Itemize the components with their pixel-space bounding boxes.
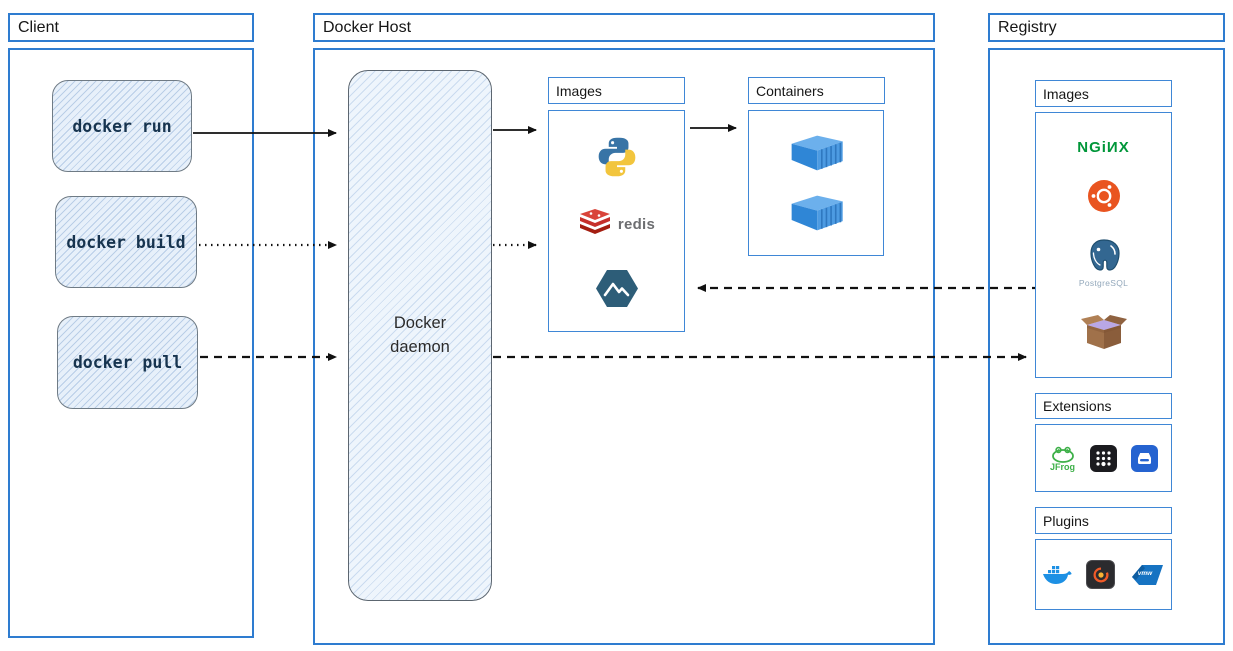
registry-images-panel-body: NGiИX PostgreSQL	[1035, 112, 1172, 378]
docker-pull-box: docker pull	[57, 316, 198, 409]
jfrog-wordmark: JFrog	[1049, 461, 1075, 472]
nginx-wordmark: NGiИX	[1077, 138, 1130, 156]
extensions-title-label: Extensions	[1043, 398, 1112, 414]
docker-build-box: docker build	[55, 196, 197, 288]
ubuntu-icon	[1087, 179, 1121, 213]
docker-host-section-title: Docker Host	[313, 13, 935, 42]
apps-grid-icon	[1089, 444, 1117, 472]
registry-images-title-label: Images	[1043, 85, 1089, 102]
redis-wordmark: redis	[617, 216, 656, 233]
disk-app-icon	[1130, 444, 1158, 472]
host-images-panel-title: Images	[548, 77, 685, 104]
plugins-panel-title: Plugins	[1035, 507, 1172, 534]
containers-title-label: Containers	[756, 82, 824, 99]
redis-image-item: redis	[578, 207, 655, 242]
docker-host-title-label: Docker Host	[323, 18, 412, 36]
container-icon	[787, 192, 845, 234]
alpine-icon	[595, 270, 638, 307]
extensions-panel-body: JFrog	[1035, 424, 1172, 492]
jfrog-icon: JFrog	[1050, 445, 1076, 472]
host-images-title-label: Images	[556, 82, 602, 99]
docker-daemon-box: Docker daemon	[348, 70, 492, 601]
docker-whale-icon	[1042, 563, 1072, 586]
docker-pull-label: docker pull	[72, 353, 183, 372]
docker-daemon-label: Docker daemon	[390, 313, 450, 356]
python-icon	[595, 135, 639, 179]
plugins-title-label: Plugins	[1043, 512, 1089, 529]
docker-build-label: docker build	[66, 232, 186, 252]
extensions-icon-row: JFrog	[1036, 425, 1171, 491]
plugins-icon-row: vmw	[1036, 540, 1171, 609]
registry-title-label: Registry	[998, 18, 1057, 36]
redis-icon	[578, 207, 612, 242]
containers-panel-title: Containers	[748, 77, 885, 104]
vmware-wordmark: vmw	[1138, 570, 1153, 577]
docker-run-box: docker run	[52, 80, 192, 172]
nginx-icon: NGiИX	[1077, 139, 1129, 156]
plugins-panel-body: vmw	[1035, 539, 1172, 610]
registry-images-panel-title: Images	[1035, 80, 1172, 107]
host-images-panel-body: redis	[548, 110, 685, 332]
client-title-label: Client	[18, 18, 59, 36]
grafana-icon	[1086, 560, 1115, 589]
postgresql-icon: PostgreSQL	[1079, 237, 1128, 288]
postgresql-wordmark: PostgreSQL	[1078, 277, 1129, 288]
containers-panel-body	[748, 110, 884, 256]
registry-section-title: Registry	[988, 13, 1225, 42]
busybox-icon	[1079, 311, 1129, 351]
client-section-title: Client	[8, 13, 254, 42]
vmware-icon: vmw	[1129, 561, 1165, 589]
container-icon	[787, 132, 845, 174]
docker-run-label: docker run	[72, 116, 172, 136]
extensions-panel-title: Extensions	[1035, 393, 1172, 419]
